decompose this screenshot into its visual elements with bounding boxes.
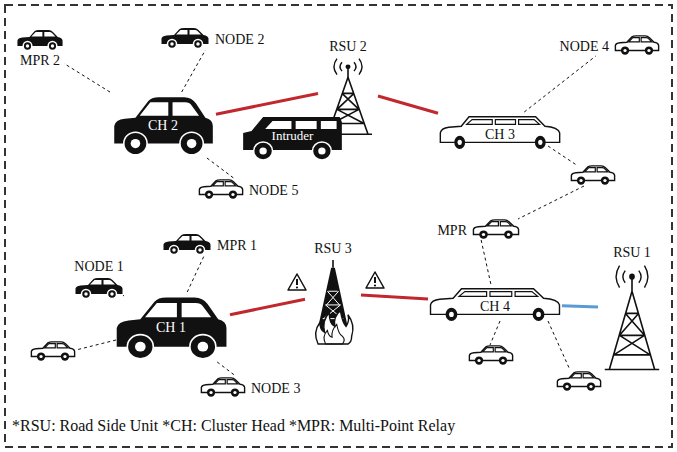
node-label: RSU 3 bbox=[314, 241, 352, 257]
cluster-head-limo: CH 3 bbox=[438, 112, 562, 150]
sedan-w-icon bbox=[201, 378, 244, 397]
node-label: MPR bbox=[437, 223, 467, 239]
member-link bbox=[548, 146, 578, 166]
member-link bbox=[524, 56, 596, 112]
big-b-icon bbox=[114, 97, 213, 155]
sedan-b-icon bbox=[162, 232, 212, 256]
vehicle-icon bbox=[31, 342, 74, 361]
node-label: MPR 2 bbox=[20, 53, 60, 69]
member-link bbox=[182, 50, 206, 92]
car-node: MPR bbox=[437, 218, 520, 240]
sedan-b-icon bbox=[16, 28, 64, 52]
footnote: *RSU: Road Side Unit *CH: Cluster Head *… bbox=[12, 417, 455, 435]
rsu-link bbox=[562, 306, 598, 307]
vehicle-name: CH 4 bbox=[480, 299, 510, 315]
rsu-link bbox=[216, 94, 318, 115]
sedan-b-icon bbox=[76, 278, 123, 299]
sedan-b-icon bbox=[74, 276, 124, 300]
node-label: NODE 3 bbox=[251, 381, 300, 397]
cluster-head-car: CH 1 bbox=[112, 292, 230, 362]
sedan-w-icon bbox=[473, 220, 518, 239]
node-label: RSU 2 bbox=[329, 39, 367, 55]
sedan-w-icon bbox=[200, 376, 246, 398]
intruder-jeep: Intruder bbox=[240, 112, 345, 160]
vehicle-icon bbox=[469, 346, 512, 365]
sedan-b-icon bbox=[162, 28, 209, 49]
tower-fire-icon bbox=[316, 260, 353, 344]
rsu-link bbox=[361, 295, 428, 299]
node-label: NODE 2 bbox=[215, 32, 264, 48]
dashed-frame bbox=[5, 5, 672, 447]
member-link bbox=[548, 321, 570, 370]
vehicle-icon bbox=[571, 166, 614, 185]
car-node: NODE 4 bbox=[560, 34, 660, 56]
rsu-link bbox=[378, 96, 438, 113]
warning-symbol bbox=[288, 274, 306, 290]
node-label: NODE 5 bbox=[249, 183, 298, 199]
member-link bbox=[187, 256, 204, 292]
vehicle-icon bbox=[557, 372, 600, 391]
vehicle-name: CH 3 bbox=[485, 127, 515, 143]
tower-wave-icon bbox=[605, 266, 659, 370]
car-node: NODE 3 bbox=[200, 376, 300, 398]
car-node: MPR 1 bbox=[162, 232, 257, 256]
big-b-icon bbox=[117, 297, 227, 358]
vehicle-name: CH 1 bbox=[156, 320, 186, 336]
limo-w-icon bbox=[440, 117, 559, 149]
vehicle-name: Intruder bbox=[272, 129, 314, 144]
car-node: NODE 1 bbox=[74, 259, 124, 300]
member-link bbox=[490, 321, 500, 345]
member-link bbox=[76, 340, 116, 350]
cluster-head-limo: CH 4 bbox=[428, 284, 562, 322]
member-link bbox=[481, 240, 491, 284]
node-label: NODE 1 bbox=[74, 259, 123, 275]
car-node: MPR 2 bbox=[16, 28, 64, 69]
node-label: RSU 1 bbox=[613, 245, 651, 261]
sedan-w-icon bbox=[199, 180, 242, 199]
tower-wave-icon bbox=[598, 262, 666, 372]
sedan-w-icon bbox=[615, 36, 658, 55]
sedan-b-icon bbox=[160, 26, 210, 50]
rsu-link bbox=[230, 299, 305, 315]
cluster-head-car: CH 2 bbox=[110, 92, 216, 158]
sedan-w-icon bbox=[472, 218, 520, 240]
member-link bbox=[64, 63, 110, 92]
rsu-tower: RSU 1 bbox=[598, 245, 666, 372]
cluster-member-links bbox=[76, 146, 584, 370]
sedan-b-icon bbox=[164, 234, 211, 255]
car-node: NODE 5 bbox=[198, 178, 298, 200]
car-node: NODE 2 bbox=[160, 26, 264, 50]
sedan-w-icon bbox=[198, 178, 244, 200]
node-label: MPR 1 bbox=[217, 238, 257, 254]
warning-symbol bbox=[366, 272, 384, 288]
member-link bbox=[207, 158, 234, 178]
limo-w-icon bbox=[431, 289, 560, 321]
sedan-b-icon bbox=[17, 30, 62, 51]
jeep-b-icon bbox=[243, 117, 342, 160]
node-label: NODE 4 bbox=[560, 39, 609, 55]
sedan-w-icon bbox=[614, 34, 660, 56]
member-link bbox=[518, 186, 584, 219]
vehicle-name: CH 2 bbox=[148, 118, 178, 134]
rsu-tower: RSU 3 bbox=[305, 241, 361, 346]
member-link bbox=[217, 362, 235, 376]
tower-fire-icon bbox=[305, 258, 361, 346]
